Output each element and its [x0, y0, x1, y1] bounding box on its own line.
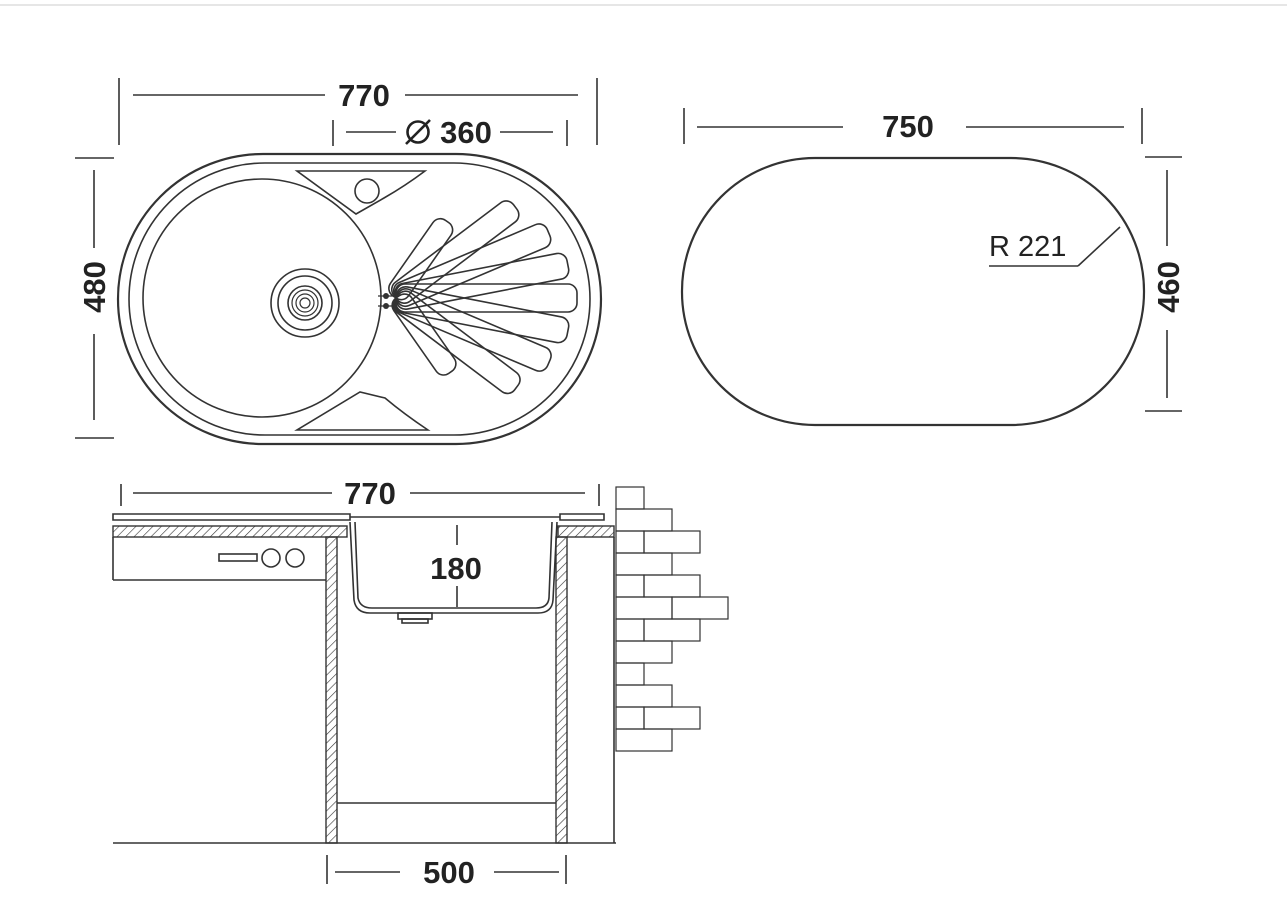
countertop: [112, 525, 615, 538]
radius-callout: R 221: [989, 226, 1121, 267]
radius-label: R 221: [989, 231, 1066, 263]
side-width-dimension: 770: [120, 476, 600, 511]
outline-height-label: 460: [1151, 261, 1186, 313]
bowl-diameter-label: 360: [440, 115, 492, 150]
sink-rim: [112, 513, 605, 521]
top-width-label: 770: [338, 78, 390, 113]
diameter-symbol-icon: [405, 119, 431, 145]
cabinet-width-dimension: 500: [326, 855, 567, 890]
cutout-outline: [680, 156, 1146, 427]
side-view: 770 180: [112, 476, 729, 890]
depth-dimension: 180: [430, 525, 482, 607]
top-view: 770 360 480: [75, 78, 603, 446]
sink-top-outline: [116, 152, 603, 446]
top-height-label: 480: [77, 261, 112, 313]
outline-width-label: 750: [882, 109, 934, 144]
bottom-corner-wedge: [294, 391, 431, 431]
side-width-label: 770: [344, 476, 396, 511]
drainboard-grooves: [388, 200, 578, 395]
top-height-dimension: 480: [75, 157, 114, 439]
knob-icon: [285, 548, 305, 568]
drain-strainer-icon: [270, 268, 340, 338]
sink-bowl: [142, 178, 382, 418]
depth-label: 180: [430, 551, 482, 586]
appliance-panel: [112, 537, 326, 581]
top-width-dimension: 770: [118, 78, 598, 145]
bowl-profile: [349, 521, 558, 624]
outline-width-dimension: 750: [683, 108, 1143, 144]
cabinet-width-label: 500: [423, 855, 475, 890]
outline-height-dimension: 460: [1145, 156, 1186, 412]
brick-wall: [615, 486, 729, 752]
cabinet-walls: [113, 536, 616, 844]
bowl-diameter-dimension: 360: [332, 115, 568, 150]
outline-view: 750 R 221 460: [680, 108, 1186, 427]
knob-icon: [261, 548, 281, 568]
tap-hole: [294, 170, 428, 215]
